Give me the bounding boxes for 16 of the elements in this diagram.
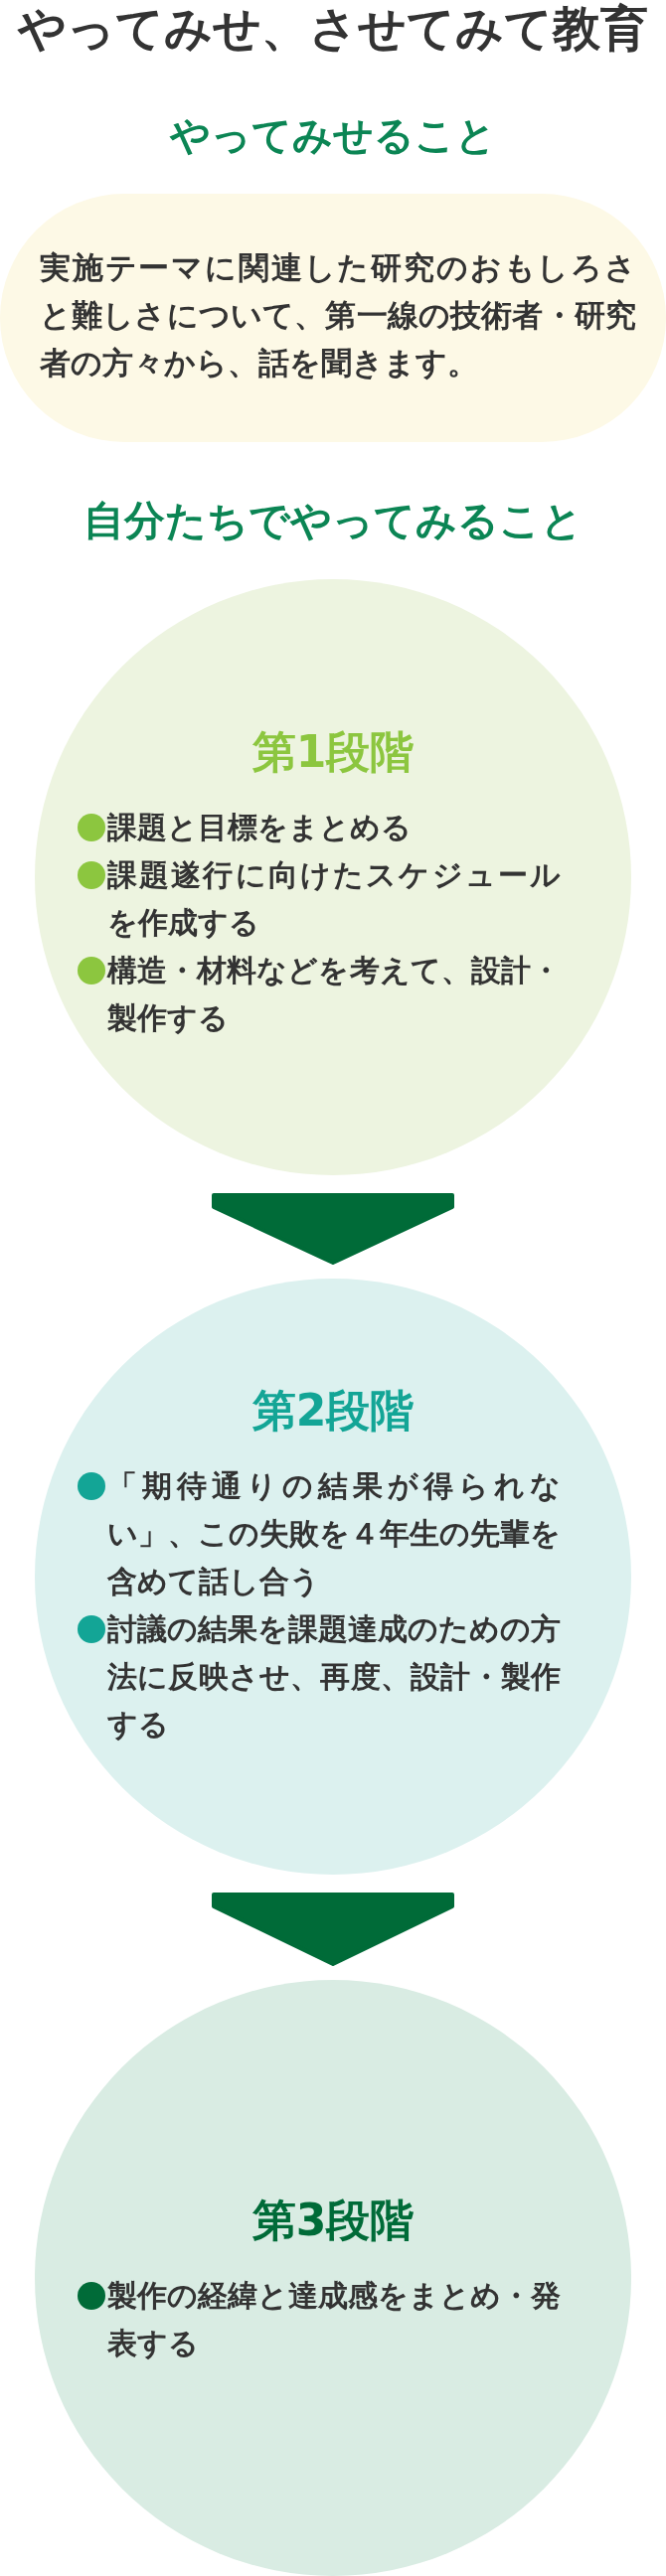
bullet-text: 「期待通りの結果が得られない」、この失敗を４年生の先輩を含めて話し合う xyxy=(107,1467,561,1600)
section-heading: やってみせること xyxy=(168,111,497,160)
bullet-text: 構造・材料などを考えて、設計・製作する xyxy=(107,952,561,1037)
panel-text: 実施テーマに関連した研究のおもしろさと難しさについて、第一線の技術者・研究者の方々から、話を聞きます。 xyxy=(40,248,636,382)
bullet-text: 討議の結果を課題達成のための方法に反映させ、再度、設計・製作する xyxy=(107,1610,561,1743)
bullet-text: 課題遂行に向けたスケジュールを作成する xyxy=(107,856,561,942)
section-heading: 自分たちでやってみること xyxy=(83,496,583,546)
title: やってみせ、させてみて教育 xyxy=(16,0,649,56)
arrow xyxy=(212,1893,454,1966)
stage-heading: 第1段階 xyxy=(250,725,416,779)
stage-heading: 第2段階 xyxy=(250,1384,416,1438)
stage-heading: 第3段階 xyxy=(250,2194,416,2247)
text-panel xyxy=(0,194,666,442)
arrow xyxy=(212,1193,454,1265)
bullet-text: 製作の経緯と達成感をまとめ・発表する xyxy=(107,2277,561,2362)
bullet-text: 課題と目標をまとめる xyxy=(107,809,413,846)
